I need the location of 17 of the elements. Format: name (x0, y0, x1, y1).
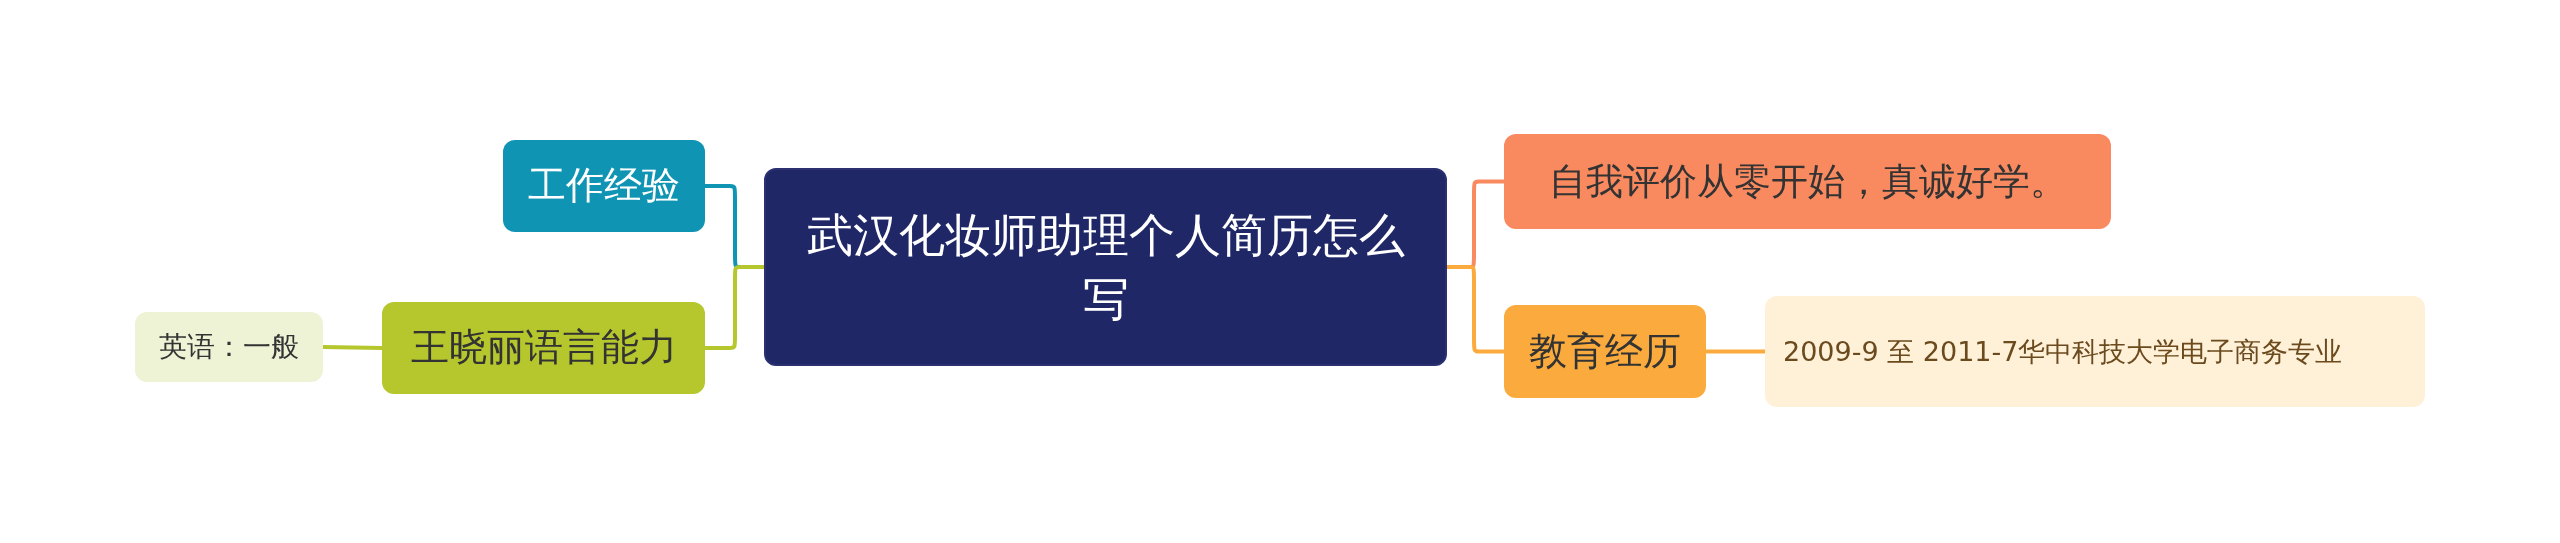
topic-box (503, 140, 705, 232)
connector-line (1447, 265, 1504, 354)
subtopic-box (1765, 296, 2425, 407)
topic-text: 英语：一般 (159, 329, 299, 366)
subtopic-box (135, 312, 323, 382)
topic-text: 教育经历 (1529, 327, 1681, 375)
topic-text: 自我评价从零开始，真诚好学。 (1548, 158, 2067, 205)
central-topic-box (764, 168, 1447, 366)
topic-box (382, 302, 705, 394)
topic-box (1504, 134, 2111, 229)
topic-text: 工作经验 (528, 162, 680, 210)
connector-line (1706, 349, 1765, 354)
topic-text: 王晓丽语言能力 (410, 324, 677, 372)
connector-line (322, 345, 383, 350)
topic-text: 2009-9 至 2011-7华中科技大学电子商务专业 (1783, 334, 2343, 369)
topic-box (1504, 305, 1706, 398)
topic-text: 武汉化妆师助理个人简历怎么写 (806, 206, 1405, 328)
